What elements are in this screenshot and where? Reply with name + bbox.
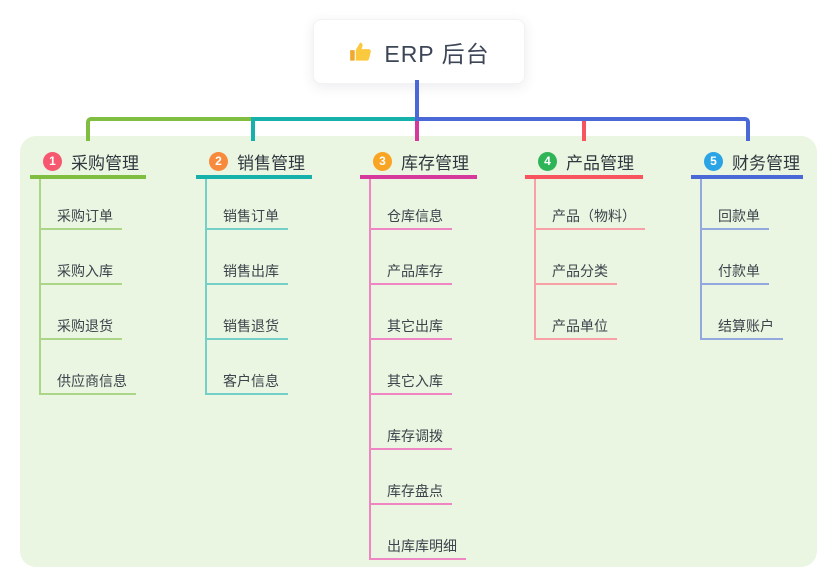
child-node[interactable]: 结算账户 (700, 314, 783, 340)
connector-branch-3 (415, 121, 419, 141)
branch-children-connector (534, 179, 536, 340)
child-node[interactable]: 产品单位 (534, 314, 617, 340)
root-title: ERP 后台 (384, 40, 490, 67)
branch-number-badge: 5 (704, 151, 723, 171)
child-node[interactable]: 销售退货 (205, 314, 288, 340)
child-node[interactable]: 采购订单 (39, 204, 122, 230)
branch-children-connector (205, 179, 207, 395)
branch-children-connector (700, 179, 702, 340)
connector-branch-4 (582, 121, 586, 141)
branch-title-label: 库存管理 (401, 153, 469, 173)
branches-panel (20, 136, 817, 567)
child-node[interactable]: 其它出库 (369, 314, 452, 340)
branch-node-5[interactable]: 5 财务管理 (691, 147, 803, 179)
connector-branch-2 (251, 117, 419, 141)
branch-number-badge: 1 (43, 151, 62, 171)
child-node[interactable]: 付款单 (700, 259, 769, 285)
connector-branch-5 (415, 117, 750, 141)
branch-number-badge: 4 (538, 151, 557, 171)
child-node[interactable]: 产品库存 (369, 259, 452, 285)
child-node[interactable]: 供应商信息 (39, 369, 136, 395)
branch-title-label: 销售管理 (237, 153, 305, 173)
child-node[interactable]: 采购入库 (39, 259, 122, 285)
branch-node-4[interactable]: 4 产品管理 (525, 147, 643, 179)
child-node[interactable]: 产品分类 (534, 259, 617, 285)
child-node[interactable]: 库存盘点 (369, 479, 452, 505)
child-node[interactable]: 产品（物料） (534, 204, 645, 230)
branch-title-label: 采购管理 (71, 153, 139, 173)
child-node[interactable]: 其它入库 (369, 369, 452, 395)
thumbs-up-icon (348, 39, 374, 65)
root-connector-vertical (415, 80, 419, 118)
branch-title-label: 财务管理 (732, 153, 800, 173)
branch-node-3[interactable]: 3 库存管理 (360, 147, 477, 179)
root-node[interactable]: ERP 后台 (313, 19, 525, 84)
child-node[interactable]: 客户信息 (205, 369, 288, 395)
child-node[interactable]: 回款单 (700, 204, 769, 230)
child-node[interactable]: 库存调拨 (369, 424, 452, 450)
child-node[interactable]: 采购退货 (39, 314, 122, 340)
branch-title-label: 产品管理 (566, 153, 634, 173)
child-node[interactable]: 出库库明细 (369, 534, 466, 560)
connector-branch-1 (86, 117, 255, 141)
branch-number-badge: 3 (373, 151, 392, 171)
child-node[interactable]: 仓库信息 (369, 204, 452, 230)
child-node[interactable]: 销售出库 (205, 259, 288, 285)
branch-children-connector (39, 179, 41, 395)
branch-number-badge: 2 (209, 151, 228, 171)
branch-children-connector (369, 179, 371, 560)
branch-node-2[interactable]: 2 销售管理 (196, 147, 312, 179)
child-node[interactable]: 销售订单 (205, 204, 288, 230)
branch-node-1[interactable]: 1 采购管理 (30, 147, 146, 179)
